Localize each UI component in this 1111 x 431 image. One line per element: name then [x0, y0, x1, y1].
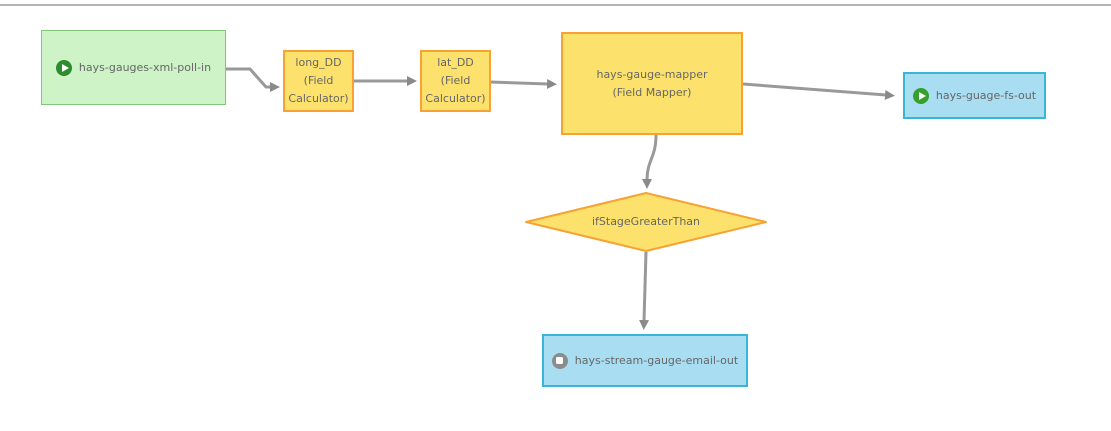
processor-node-long-dd[interactable]: long_DD (Field Calculator)	[283, 50, 354, 112]
node-type: (Field Calculator)	[288, 74, 349, 105]
node-type: (Field Mapper)	[612, 85, 692, 99]
play-icon	[55, 59, 72, 76]
connector-latdd-to-mapper[interactable]	[489, 78, 557, 89]
connector-mapper-to-fs-out[interactable]	[742, 82, 895, 100]
node-label: hays-stream-gauge-email-out	[574, 353, 739, 367]
node-label: hays-gauges-xml-poll-in	[78, 60, 212, 74]
node-name: lat_DD	[437, 56, 474, 69]
stop-icon	[551, 352, 568, 369]
processor-node-hays-gauge-mapper[interactable]: hays-gauge-mapper (Field Mapper)	[561, 32, 743, 135]
connector-filter-to-email-out[interactable]	[639, 251, 650, 330]
diamond-shape	[525, 192, 767, 252]
node-name: hays-gauge-mapper	[596, 67, 708, 81]
connector-mapper-to-filter[interactable]	[642, 134, 658, 189]
filter-node-if-stage-greater-than[interactable]: ifStageGreaterThan	[525, 192, 767, 252]
node-type: (Field Calculator)	[425, 74, 486, 105]
node-label: ifStageGreaterThan	[591, 215, 701, 228]
top-divider-line	[0, 4, 1111, 6]
output-node-hays-stream-gauge-email-out[interactable]: hays-stream-gauge-email-out	[542, 334, 748, 387]
node-label: hays-guage-fs-out	[935, 88, 1037, 102]
connector-input-to-longdd[interactable]	[226, 67, 280, 92]
node-name: long_DD	[295, 56, 342, 69]
output-node-hays-guage-fs-out[interactable]: hays-guage-fs-out	[903, 72, 1046, 119]
play-icon	[912, 87, 929, 104]
processor-node-lat-dd[interactable]: lat_DD (Field Calculator)	[420, 50, 491, 112]
input-node-hays-gauges-xml-poll-in[interactable]: hays-gauges-xml-poll-in	[41, 30, 226, 105]
